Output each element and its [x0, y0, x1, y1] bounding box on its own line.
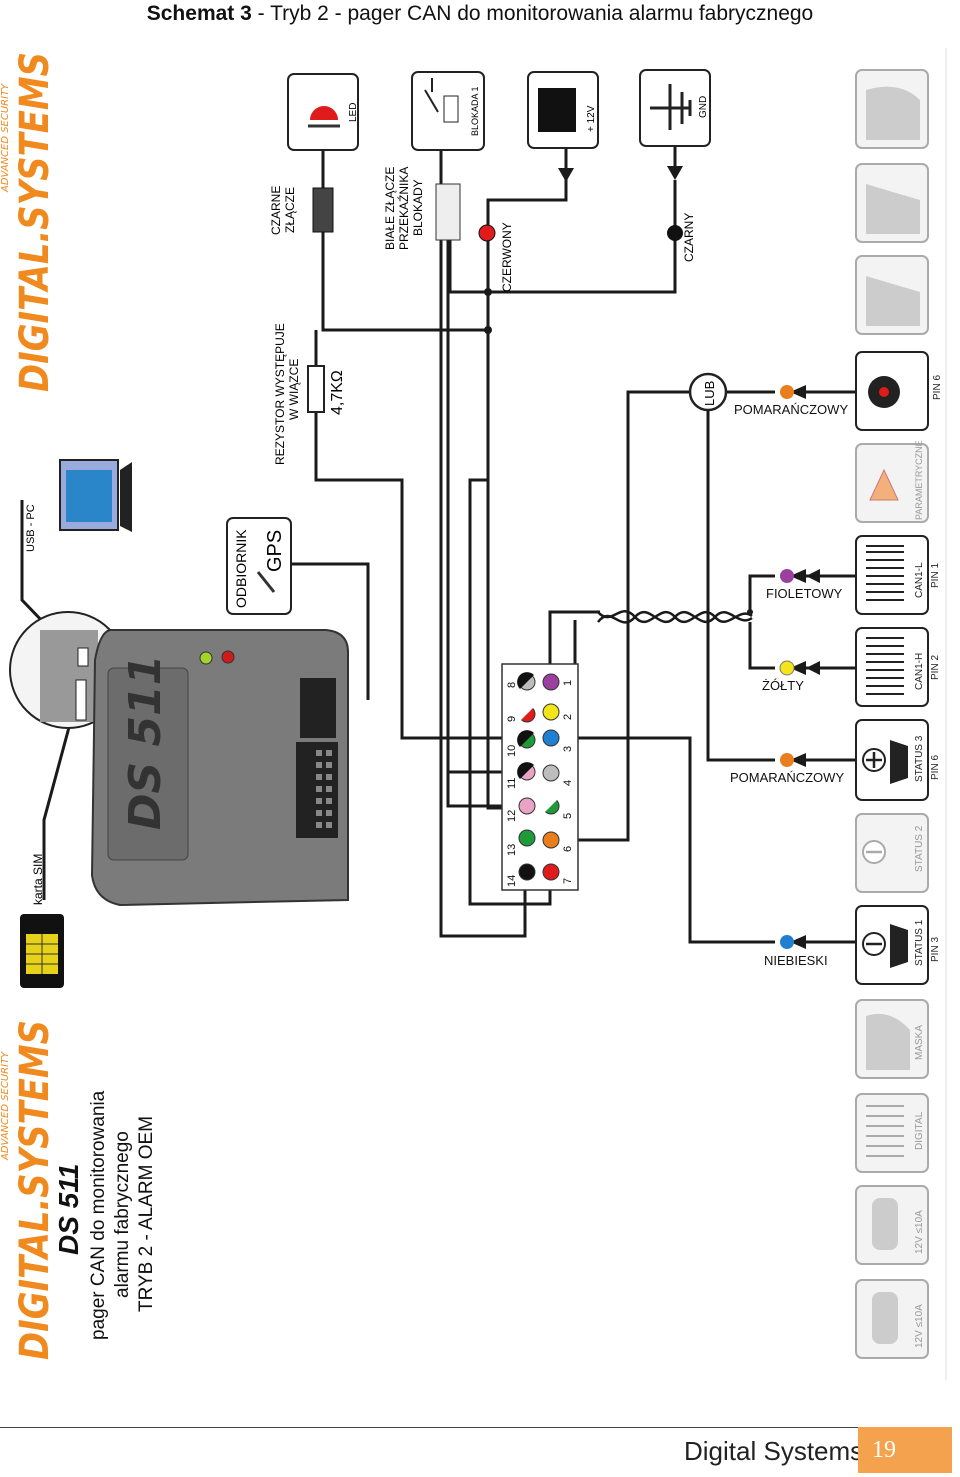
svg-text:4: 4 [562, 780, 574, 786]
svg-text:FIOLETOWY: FIOLETOWY [766, 586, 843, 601]
brand-logo-bottom: DIGITAL.SYSTEMS ADVANCED SECURITY [0, 1020, 58, 1360]
yellow-dot [779, 660, 795, 676]
red-wire-label: CZERWONY [500, 222, 514, 292]
orange-dot-top [780, 385, 794, 399]
wires [20, 146, 855, 944]
led-box: LED [287, 73, 359, 151]
svg-text:1: 1 [562, 680, 574, 686]
svg-text:14: 14 [506, 875, 518, 887]
svg-text:DS 511: DS 511 [120, 655, 171, 830]
svg-text:pager CAN do monitorowania: pager CAN do monitorowania [88, 1090, 109, 1340]
svg-text:POMARAŃCZOWY: POMARAŃCZOWY [730, 770, 844, 785]
svg-text:PIN 3: PIN 3 [930, 937, 941, 962]
svg-text:6: 6 [562, 846, 574, 852]
page-number: 19 [858, 1427, 952, 1473]
blue-dot [780, 935, 794, 949]
black-connector: CZARNE ZŁĄCZE [269, 186, 334, 235]
svg-text:alarmu fabrycznego: alarmu fabrycznego [112, 1131, 133, 1298]
svg-text:STATUS 2: STATUS 2 [914, 825, 925, 872]
usb-pc: USB - PC [25, 459, 132, 552]
brand-logo-top: DIGITAL.SYSTEMS ADVANCED SECURITY [0, 52, 58, 392]
svg-text:12V ≤10A: 12V ≤10A [914, 1304, 925, 1348]
svg-text:PIN 1: PIN 1 [930, 563, 941, 588]
svg-text:REZYSTOR WYSTĘPUJE: REZYSTOR WYSTĘPUJE [273, 323, 287, 465]
svg-text:13: 13 [506, 844, 518, 856]
svg-text:USB - PC: USB - PC [25, 504, 37, 552]
svg-text:PIN 6: PIN 6 [930, 755, 941, 780]
gnd-box: GND [639, 69, 711, 147]
junction-dots [484, 288, 753, 615]
svg-text:POMARAŃCZOWY: POMARAŃCZOWY [734, 402, 848, 417]
svg-text:DIGITAL: DIGITAL [914, 1111, 925, 1150]
ds511-device: DS 511 [90, 629, 349, 907]
svg-text:ADVANCED SECURITY: ADVANCED SECURITY [0, 83, 11, 193]
blokada-box: BLOKADA 1 [411, 71, 485, 151]
pin-connector: 8 9 10 11 12 13 14 1 2 3 4 5 6 7 [501, 663, 579, 891]
svg-text:CZARNE: CZARNE [269, 186, 283, 235]
svg-text:LUB: LUB [702, 381, 717, 406]
svg-text:DS 511: DS 511 [53, 1164, 84, 1255]
svg-text:W WIĄZCE: W WIĄZCE [287, 359, 301, 420]
svg-text:PRZEKAŹNIKA: PRZEKAŹNIKA [396, 167, 411, 250]
orange-dot-mid [780, 753, 794, 767]
wiring-diagram: DIGITAL.SYSTEMS ADVANCED SECURITY DIGITA… [0, 48, 947, 1380]
svg-text:BLOKADY: BLOKADY [411, 179, 425, 236]
svg-text:11: 11 [506, 778, 518, 789]
black-wire-label: CZARNY [682, 213, 696, 262]
svg-text:4,7KΩ: 4,7KΩ [329, 370, 346, 415]
svg-text:ZŁĄCZE: ZŁĄCZE [283, 187, 297, 233]
svg-text:9: 9 [506, 716, 518, 722]
function-icons: PIN 6 PARAMETRYCZNE CAN1-L PIN 1 CAN1-H … [855, 69, 943, 1359]
footer-brand: Digital Systems [684, 1436, 864, 1466]
svg-text:7: 7 [562, 878, 574, 884]
svg-text:BLOKADA 1: BLOKADA 1 [470, 86, 480, 136]
gps-receiver: ODBIORNIK GPS [226, 517, 292, 615]
svg-text:karta SIM: karta SIM [31, 854, 45, 905]
wire-color-labels: POMARAŃCZOWY FIOLETOWY ŻÓŁTY POMARAŃCZOW… [730, 402, 848, 968]
svg-text:STATUS 1: STATUS 1 [914, 919, 925, 966]
svg-text:DIGITAL.SYSTEMS: DIGITAL.SYSTEMS [12, 52, 58, 392]
violet-dot [780, 569, 794, 583]
svg-text:CAN1-L: CAN1-L [914, 562, 925, 598]
svg-text:+ 12V: + 12V [586, 105, 597, 132]
battery-box: + 12V [527, 71, 599, 149]
svg-text:GPS: GPS [264, 530, 286, 572]
svg-text:8: 8 [506, 682, 518, 688]
svg-text:NIEBIESKI: NIEBIESKI [764, 953, 828, 968]
twisted-pair [597, 610, 753, 624]
svg-text:GND: GND [698, 96, 709, 118]
lub-marker: LUB [688, 372, 728, 412]
svg-text:12V ≤10A: 12V ≤10A [914, 1210, 925, 1254]
product-description: DS 511 pager CAN do monitorowania alarmu… [53, 1090, 157, 1340]
svg-text:LED: LED [348, 103, 359, 122]
page-title: Schemat 3 - Tryb 2 - pager CAN do monito… [146, 2, 814, 25]
resistor: REZYSTOR WYSTĘPUJE W WIĄZCE 4,7KΩ [273, 323, 346, 465]
footer-divider [0, 1427, 952, 1428]
svg-text:ADVANCED SECURITY: ADVANCED SECURITY [0, 1051, 11, 1161]
svg-text:2: 2 [562, 714, 574, 720]
white-connector: BIAŁE ZŁĄCZE PRZEKAŹNIKA BLOKADY [383, 167, 461, 250]
svg-text:ŻÓŁTY: ŻÓŁTY [762, 678, 804, 693]
svg-text:DIGITAL.SYSTEMS: DIGITAL.SYSTEMS [12, 1020, 58, 1360]
svg-text:TRYB 2 - ALARM OEM: TRYB 2 - ALARM OEM [136, 1116, 157, 1312]
svg-text:10: 10 [506, 745, 518, 757]
svg-text:STATUS 3: STATUS 3 [914, 735, 925, 782]
svg-text:PIN 6: PIN 6 [932, 375, 943, 400]
svg-text:5: 5 [562, 813, 574, 819]
svg-text:PARAMETRYCZNE: PARAMETRYCZNE [914, 440, 924, 520]
svg-text:3: 3 [562, 746, 574, 752]
svg-text:12: 12 [506, 810, 518, 822]
svg-text:PIN 2: PIN 2 [930, 655, 941, 680]
sim-card: karta SIM [20, 854, 64, 988]
svg-text:CAN1-H: CAN1-H [914, 653, 925, 690]
red-wire-dot [478, 224, 496, 242]
black-wire-dot [667, 225, 683, 241]
svg-text:BIAŁE ZŁĄCZE: BIAŁE ZŁĄCZE [383, 167, 397, 250]
svg-text:ODBIORNIK: ODBIORNIK [233, 529, 249, 608]
svg-text:MASKA: MASKA [914, 1025, 925, 1060]
